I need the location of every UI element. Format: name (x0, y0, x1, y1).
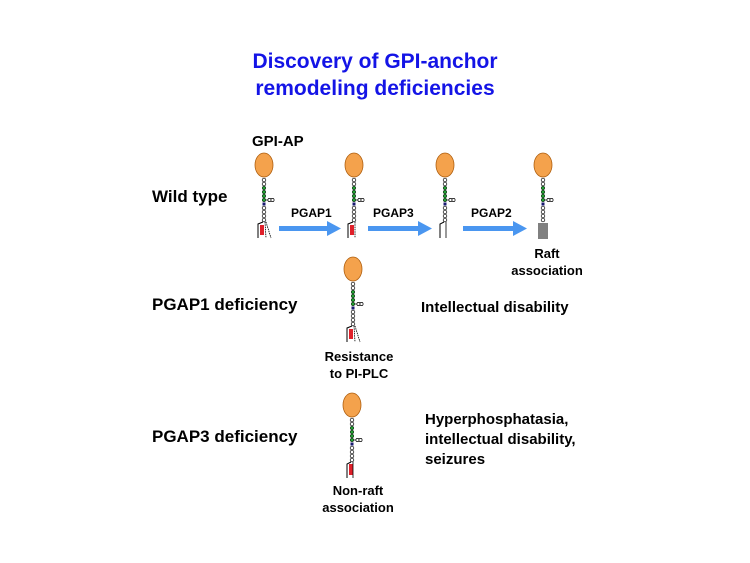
title-line-1: Discovery of GPI-anchor (252, 50, 498, 73)
arrow-pgap2 (463, 221, 527, 236)
gpi-ap-molecule-pgap3-deficient (342, 392, 363, 478)
title-line-2: remodeling deficiencies (255, 77, 495, 100)
enzyme-label-pgap1: PGAP1 (291, 206, 332, 220)
row-label-pgap1-deficiency: PGAP1 deficiency (152, 295, 298, 314)
row-label-pgap3-deficiency: PGAP3 deficiency (152, 427, 298, 446)
diagram-title: Discovery of GPI-anchor remodeling defic… (0, 48, 750, 102)
gpi-ap-label: GPI-AP (252, 133, 304, 150)
gpi-ap-molecule-after-pgap2 (533, 152, 554, 239)
gpi-ap-molecule-after-pgap3 (435, 152, 456, 238)
arrow-pgap1 (279, 221, 341, 236)
outcome-pgap3: Hyperphosphatasia, intellectual disabili… (425, 411, 576, 468)
note-raft-association: Raft association (511, 246, 583, 278)
gpi-ap-molecule-pgap1-deficient (343, 256, 364, 343)
arrow-pgap3 (368, 221, 432, 236)
outcome-pgap1: Intellectual disability (421, 299, 569, 316)
note-non-raft-association: Non-raft association (322, 483, 394, 515)
enzyme-label-pgap2: PGAP2 (471, 206, 512, 220)
note-resistance-pi-plc: Resistance to PI-PLC (324, 349, 394, 381)
gpi-ap-molecule-after-pgap1 (344, 152, 365, 238)
row-label-wild-type: Wild type (152, 187, 228, 206)
enzyme-label-pgap3: PGAP3 (373, 206, 414, 220)
gpi-ap-molecule-initial (254, 152, 275, 239)
